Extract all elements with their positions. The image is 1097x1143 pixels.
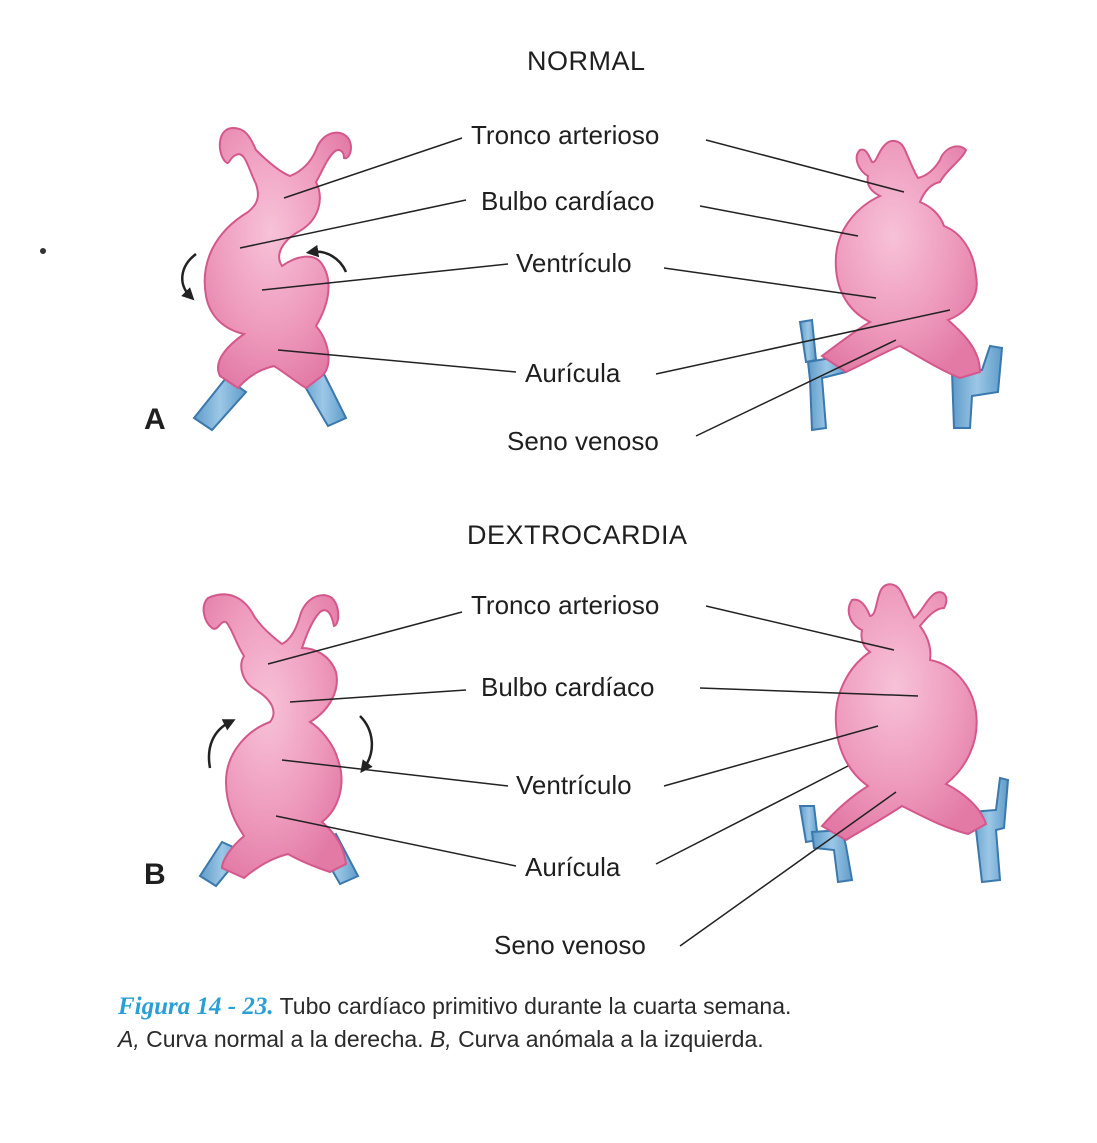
- leader-truncus-a-left: [283, 137, 463, 199]
- caption-a-text: Curva normal a la derecha.: [146, 1026, 424, 1052]
- leader-ventricle-a-right: [663, 267, 877, 299]
- leader-ventricle-a-left: [261, 263, 509, 291]
- leader-atrium-a-right: [655, 309, 951, 375]
- leader-atrium-a-left: [277, 349, 517, 373]
- figure-number: Figura 14 - 23.: [118, 993, 274, 1020]
- venous-vessels-b-right: [798, 776, 1010, 884]
- leader-bulbus-a-right: [699, 205, 859, 237]
- caption-b-text: Curva anómala a la izquierda.: [458, 1026, 764, 1052]
- leader-bulbus-a-left: [239, 199, 467, 249]
- label-truncus-a: Tronco arterioso: [471, 120, 660, 150]
- label-sinus-b: Seno venoso: [494, 930, 646, 960]
- label-ventricle-b: Ventrículo: [516, 770, 632, 800]
- panel-letter-a: A: [144, 403, 166, 436]
- rotation-arrow-left: [181, 253, 197, 301]
- leader-lines-a: [239, 137, 951, 437]
- label-bulbus-a: Bulbo cardíaco: [481, 186, 655, 216]
- print-speck: [40, 248, 46, 254]
- leader-atrium-b-left: [275, 815, 517, 867]
- caption-line-2: A, Curva normal a la derecha. B, Curva a…: [118, 1023, 1018, 1056]
- leader-bulbus-b-right: [699, 687, 919, 697]
- heart-loop-a-right: [798, 140, 1004, 432]
- label-atrium-a: Aurícula: [525, 358, 621, 388]
- figure-caption: Figura 14 - 23. Tubo cardíaco primitivo …: [118, 990, 1018, 1056]
- label-ventricle-a: Ventrículo: [516, 248, 632, 278]
- heart-tube-b-left: [198, 593, 373, 888]
- label-atrium-b: Aurícula: [525, 852, 621, 882]
- label-truncus-b: Tronco arterioso: [471, 590, 660, 620]
- panel-letter-b: B: [144, 858, 166, 891]
- caption-b-letter: B,: [429, 1026, 452, 1052]
- heart-loop-body-a-right: [820, 140, 982, 380]
- label-bulbus-b: Bulbo cardíaco: [481, 672, 655, 702]
- rotation-arrow-right: [305, 244, 348, 273]
- leader-bulbus-b-left: [289, 689, 467, 703]
- section-title-normal: NORMAL: [527, 46, 646, 76]
- section-title-dextrocardia: DEXTROCARDIA: [467, 520, 688, 550]
- heart-tube-body-b-left: [202, 593, 348, 880]
- caption-text: Tubo cardíaco primitivo durante la cuart…: [279, 993, 792, 1019]
- leader-lines-b: [267, 605, 919, 947]
- leader-truncus-b-right: [705, 605, 895, 651]
- leader-truncus-a-right: [705, 139, 905, 193]
- caption-a-letter: A,: [118, 1026, 140, 1052]
- heart-loop-body-b-right: [820, 583, 988, 842]
- leader-sinus-b: [679, 791, 897, 947]
- leader-ventricle-b-right: [663, 725, 879, 787]
- rotation-arrow-right: [359, 715, 373, 774]
- rotation-arrow-left: [207, 719, 236, 769]
- leader-ventricle-b-left: [281, 759, 509, 787]
- leader-sinus-a: [695, 339, 897, 437]
- heart-tube-a-left: [181, 126, 352, 432]
- leader-atrium-b-right: [655, 765, 849, 865]
- caption-line-1: Figura 14 - 23. Tubo cardíaco primitivo …: [118, 990, 1018, 1023]
- label-sinus-a: Seno venoso: [507, 426, 659, 456]
- leader-truncus-b-left: [267, 611, 463, 665]
- heart-tube-body-a-left: [203, 126, 352, 390]
- heart-loop-b-right: [798, 583, 1010, 884]
